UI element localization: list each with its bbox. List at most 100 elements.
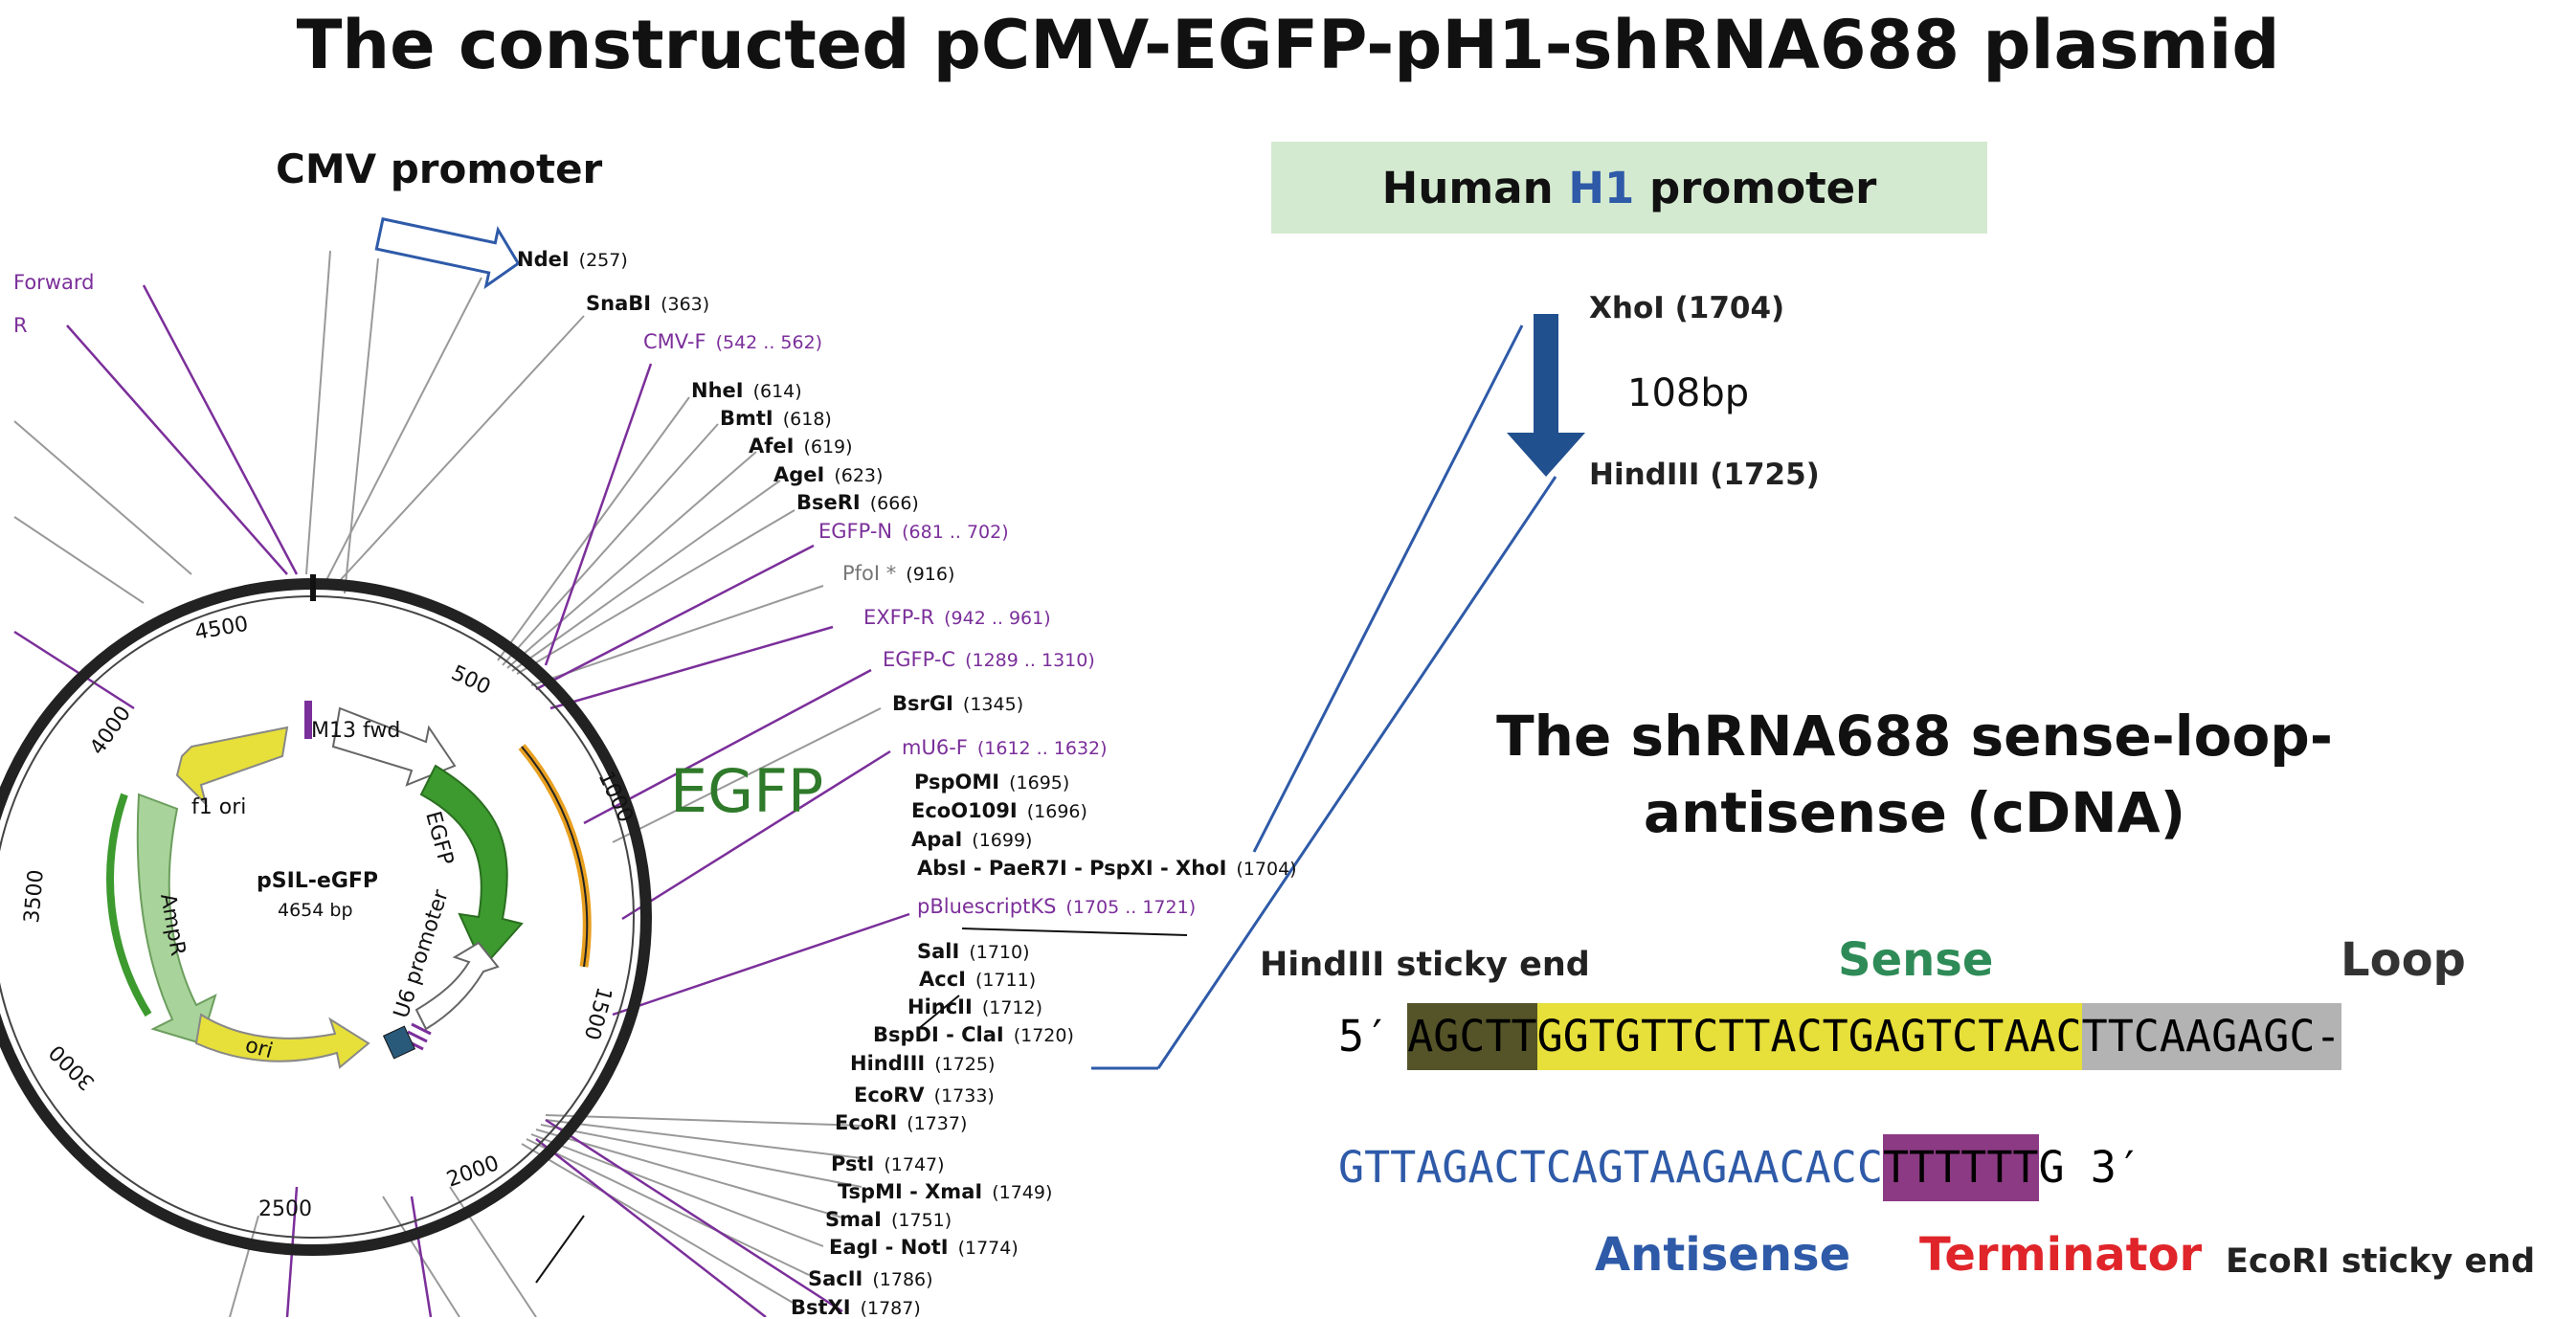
h1-promoter-post: promoter (1634, 163, 1877, 213)
site-position: (1787) (860, 1298, 921, 1319)
prime5-label: 5′ (1338, 1011, 1391, 1062)
site-label-27: TspMI - XmaI (1749) (838, 1180, 1052, 1203)
tail-sequence: G 3′ (2038, 1142, 2142, 1193)
site-position: (618) (782, 409, 832, 430)
insert-xhoi-label: XhoI (1704) (1589, 291, 1785, 325)
site-position: (1747) (884, 1154, 945, 1175)
site-label-28: SmaI(1751) (825, 1208, 952, 1231)
site-label-12: BsrGI (1345) (892, 692, 1023, 715)
site-label-2: CMV-F(542 .. 562) (643, 330, 822, 353)
site-label-1: SnaBI (363) (586, 292, 709, 315)
antisense-label: Antisense (1595, 1228, 1851, 1282)
site-position: (1345) (962, 694, 1024, 715)
site-position: (1710) (969, 942, 1030, 963)
site-position: (1733) (933, 1085, 995, 1107)
terminator-sequence: TTTTTT (1882, 1134, 2039, 1201)
antisense-sequence: GTTAGACTCAGTAAGAACACC (1338, 1142, 1883, 1193)
site-name: mU6-F (902, 736, 968, 759)
site-label-24: EcoRV (1733) (854, 1084, 995, 1107)
site-label-6: AgeI(623) (773, 463, 883, 486)
site-name: NdeI (517, 248, 570, 271)
ori-arrow (194, 1013, 370, 1069)
site-position: (1720) (1013, 1025, 1074, 1046)
tick-label-3000: 3000 (45, 1040, 100, 1094)
site-label-31: BstXI(1787) (791, 1296, 921, 1319)
site-name: AgeI (773, 463, 825, 486)
site-label-0: NdeI (257) (517, 248, 628, 271)
tick-label-2500: 2500 (258, 1197, 312, 1221)
site-name: BsrGI (892, 692, 953, 715)
tick-label-1500: 1500 (579, 984, 616, 1042)
site-name: BspDI - ClaI (873, 1023, 1004, 1046)
site-label-8: EGFP-N(681 .. 702) (818, 520, 1009, 543)
site-label-23: HindIII (1725) (850, 1052, 995, 1075)
site-position: (681 .. 702) (902, 522, 1009, 543)
site-position: (1749) (992, 1182, 1053, 1203)
site-position: (942 .. 961) (944, 608, 1051, 629)
site-position: (666) (869, 493, 919, 514)
shrna-title-line1: The shRNA688 sense-loop- (1496, 704, 2333, 769)
site-position: (1786) (872, 1269, 933, 1290)
site-position: (1751) (891, 1210, 952, 1231)
site-name: EGFP-C (883, 648, 956, 671)
h1-promoter-box (1271, 142, 1987, 234)
f1-ori-arrow (175, 726, 289, 808)
site-name: PfoI * (842, 562, 897, 585)
site-position: (1289 .. 1310) (965, 650, 1095, 671)
shrna-title-line2: antisense (cDNA) (1643, 780, 2186, 845)
loop-sequence: TTCAAGAGC- (2081, 1003, 2341, 1070)
site-label-16: ApaI (1699) (911, 828, 1032, 851)
loop-label: Loop (2341, 933, 2466, 987)
site-position: (1705 .. 1721) (1065, 897, 1197, 918)
site-position: (1725) (934, 1054, 996, 1075)
plasmid-size: 4654 bp (278, 900, 353, 921)
site-name: pBluescriptKS (917, 895, 1057, 918)
insert-arrow (1507, 314, 1585, 477)
tick-label-2000: 2000 (444, 1151, 503, 1193)
site-name: EXFP-R (863, 606, 935, 629)
insert-size-label: 108bp (1627, 371, 1750, 415)
site-position: (916) (906, 564, 955, 585)
site-name: TspMI - XmaI (838, 1180, 983, 1203)
site-name: SnaBI (586, 292, 652, 315)
sticky-end-sequence: AGCTT (1407, 1003, 1537, 1070)
site-label-4: BmtI (618) (720, 407, 832, 430)
site-name: ApaI (911, 828, 963, 851)
cmv-promoter-label: CMV promoter (276, 145, 603, 192)
primer-mark-top (304, 701, 312, 739)
site-name: HindIII (850, 1052, 926, 1075)
plasmid-name: pSIL-eGFP (257, 869, 379, 893)
site-label-30: SacII(1786) (808, 1267, 933, 1290)
h1-promoter-pre: Human (1381, 163, 1569, 213)
site-label-25: EcoRI(1737) (835, 1111, 967, 1134)
site-label-17: AbsI - PaeR7I - PspXI - XhoI(1704) (917, 857, 1297, 880)
site-name: EcoRV (854, 1084, 925, 1107)
tick-label-3500: 3500 (20, 869, 49, 925)
site-label-26: PstI(1747) (831, 1152, 945, 1175)
insert-line-upper (1252, 324, 1524, 853)
tick-label-4000: 4000 (85, 702, 136, 759)
sense-label: Sense (1838, 933, 1994, 987)
feature-label-m13: M13 fwd (311, 719, 400, 743)
site-label-7: BseRI (666) (796, 491, 919, 514)
site-name: EcoRI (835, 1111, 898, 1134)
egfp-arrow (419, 764, 524, 969)
site-name: SalI (917, 940, 960, 963)
site-label-21: HincII(1712) (907, 995, 1042, 1018)
site-position: (1699) (972, 830, 1033, 851)
insert-hindiii-label: HindIII (1725) (1589, 458, 1820, 492)
site-label-18: pBluescriptKS (1705 .. 1721) (917, 895, 1196, 918)
site-label-20: AccI(1711) (919, 968, 1036, 991)
site-name: AfeI (749, 435, 795, 458)
site-position: (257) (578, 250, 628, 271)
site-name: BseRI (796, 491, 861, 514)
site-position: (619) (803, 436, 853, 458)
site-name: AccI (919, 968, 966, 991)
sense-sequence: GGTGTTCTTACTGAGTCTAAC (1536, 1003, 2082, 1070)
site-position: (1696) (1026, 801, 1087, 822)
egfp-label: EGFP (670, 756, 824, 826)
site-name: BmtI (720, 407, 773, 430)
site-position: (614) (752, 381, 802, 402)
site-position: (363) (661, 294, 710, 315)
primer-leader-lines (13, 284, 910, 1317)
